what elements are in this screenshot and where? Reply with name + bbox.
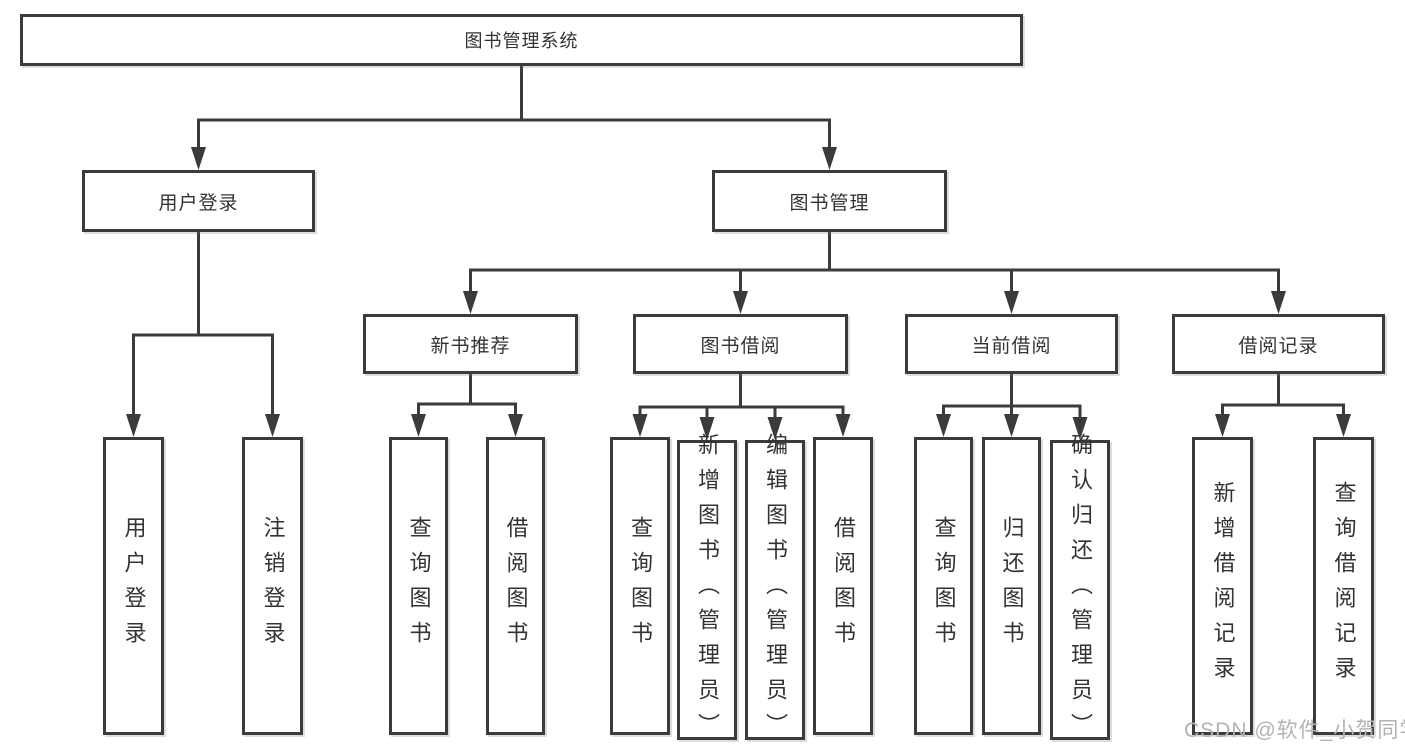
leaf-user-login-label: 用户登录 xyxy=(121,516,147,656)
leaf-query-books-current: 查询图书 xyxy=(914,437,973,735)
leaf-logout: 注销登录 xyxy=(242,437,303,735)
leaf-query-books-recommend: 查询图书 xyxy=(389,437,448,735)
leaf-edit-books-admin-label: 编辑图书（管理员） xyxy=(763,432,788,747)
leaf-query-books-borrowing: 查询图书 xyxy=(610,437,670,735)
leaf-borrow-books-recommend: 借阅图书 xyxy=(486,437,545,735)
leaf-query-books-borrowing-label: 查询图书 xyxy=(628,516,653,656)
leaf-return-books: 归还图书 xyxy=(982,437,1041,735)
leaf-query-borrow-record-label: 查询借阅记录 xyxy=(1331,481,1357,691)
watermark: CSDN @软件_小贺同学 xyxy=(1184,719,1405,742)
leaf-query-books-current-label: 查询图书 xyxy=(931,516,957,656)
leaf-borrow-books-label: 借阅图书 xyxy=(831,516,856,656)
node-book-borrowing: 图书借阅 xyxy=(633,314,848,374)
node-book-management-system: 图书管理系统 xyxy=(20,14,1023,66)
leaf-borrow-books: 借阅图书 xyxy=(813,437,873,735)
node-current-borrowing: 当前借阅 xyxy=(905,314,1118,374)
leaf-logout-label: 注销登录 xyxy=(260,516,286,656)
leaf-borrow-books-recommend-label: 借阅图书 xyxy=(503,516,529,656)
node-book-management: 图书管理 xyxy=(712,170,947,232)
leaf-add-borrow-record-label: 新增借阅记录 xyxy=(1210,481,1236,691)
node-user-login: 用户登录 xyxy=(82,170,315,232)
leaf-query-borrow-record: 查询借阅记录 xyxy=(1313,437,1374,735)
node-borrowing-records: 借阅记录 xyxy=(1172,314,1385,374)
leaf-confirm-return-admin-label: 确认归还（管理员） xyxy=(1068,432,1093,747)
leaf-return-books-label: 归还图书 xyxy=(999,516,1025,656)
node-new-book-recommend: 新书推荐 xyxy=(363,314,578,374)
leaf-add-borrow-record: 新增借阅记录 xyxy=(1192,437,1253,735)
leaf-confirm-return-admin: 确认归还（管理员） xyxy=(1050,433,1110,747)
leaf-user-login: 用户登录 xyxy=(103,437,164,735)
leaf-add-books-admin-label: 新增图书（管理员） xyxy=(695,432,720,747)
leaf-add-books-admin: 新增图书（管理员） xyxy=(677,433,737,747)
leaf-query-books-recommend-label: 查询图书 xyxy=(406,516,432,656)
leaf-edit-books-admin: 编辑图书（管理员） xyxy=(745,433,805,747)
